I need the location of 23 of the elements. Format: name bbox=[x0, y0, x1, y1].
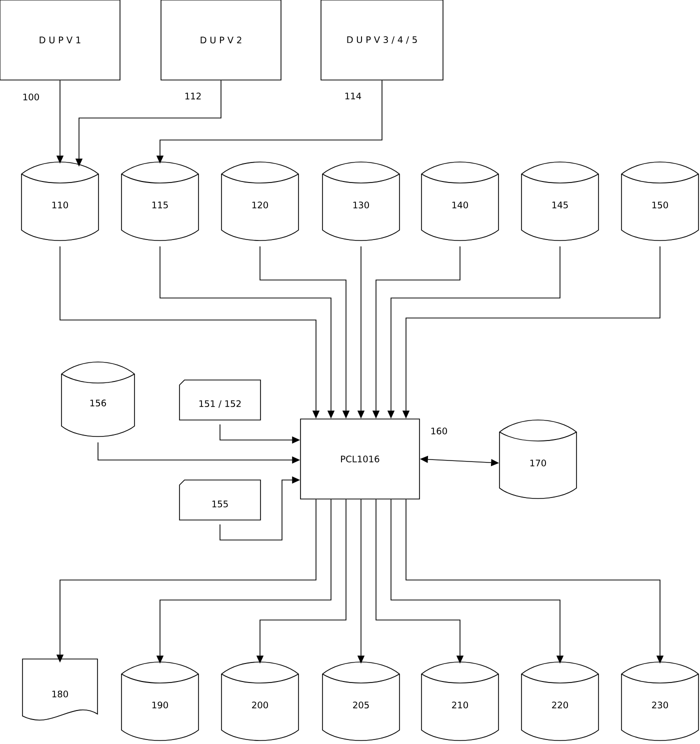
storage-cylinder: 200 bbox=[221, 662, 299, 741]
reference-number: 100 bbox=[23, 94, 39, 100]
storage-cylinder: 140 bbox=[421, 162, 499, 241]
storage-cylinder: 230 bbox=[621, 662, 699, 741]
storage-cylinder: 156 bbox=[61, 362, 135, 437]
storage-cylinder: 115 bbox=[121, 162, 199, 241]
storage-cylinder: 220 bbox=[521, 662, 599, 741]
storage-cylinder: 170 bbox=[499, 420, 577, 499]
storage-cylinder: 145 bbox=[521, 162, 599, 241]
process-box: D U P V 3 / 4 / 5 bbox=[320, 0, 444, 80]
process-box: D U P V 2 bbox=[160, 0, 282, 80]
reference-number: 112 bbox=[185, 92, 201, 100]
reference-number: 114 bbox=[345, 92, 362, 100]
process-box: D U P V 1 bbox=[0, 0, 120, 80]
storage-cylinder: 110 bbox=[21, 162, 99, 241]
storage-cylinder: 120 bbox=[221, 162, 299, 241]
storage-cylinder: 150 bbox=[621, 162, 699, 241]
storage-cylinder: 190 bbox=[121, 662, 199, 741]
storage-cylinder: 130 bbox=[322, 162, 400, 241]
process-box: PCL1016 bbox=[300, 418, 420, 500]
storage-cylinder: 205 bbox=[322, 662, 400, 741]
storage-cylinder: 210 bbox=[421, 662, 499, 741]
reference-number: 160 bbox=[431, 428, 447, 434]
